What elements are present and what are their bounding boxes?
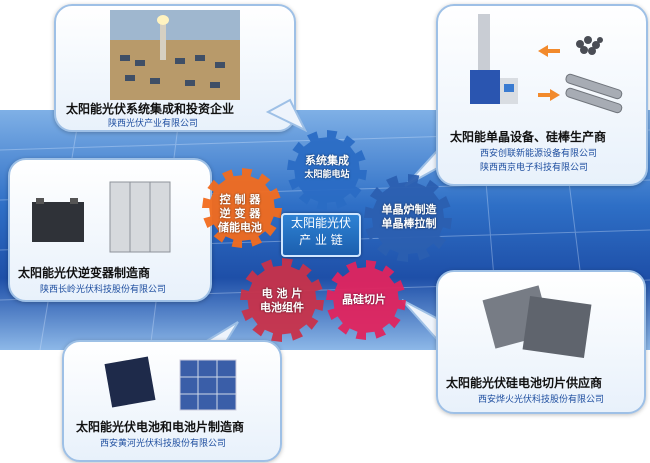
battery-inverter: [32, 181, 171, 253]
inverter-title: 太阳能光伏逆变器制造商: [18, 266, 151, 280]
solar-cell-title: 太阳能光伏电池和电池片制造商: [76, 420, 245, 434]
hub-line1: 太阳能光伏: [290, 216, 351, 230]
wafer-title: 太阳能光伏硅电池切片供应商: [446, 376, 603, 390]
industry-chain-hub: 太阳能光伏 产 业 链: [281, 213, 361, 257]
system-integration-company: 陕西光伏产业有限公司: [108, 119, 199, 129]
left-arrow-icon: [538, 45, 560, 57]
solar-tower-photo: [110, 10, 240, 100]
gear-inverter-label: 控 制 器 逆 变 器 储能电池: [218, 193, 262, 234]
gear-system: [287, 130, 367, 210]
gear-inverter: [202, 168, 282, 248]
furnace-machine: [470, 14, 518, 104]
gear-wafer: [326, 260, 406, 340]
system-integration-title: 太阳能光伏系统集成和投资企业: [66, 102, 235, 116]
wafer-company: 西安烨火光伏科技股份有限公司: [478, 395, 605, 405]
gear-cell-label: 电 池 片 电池组件: [260, 287, 304, 314]
gear-crystal-label: 单晶炉制造 单晶棒拉制: [381, 203, 437, 230]
silicon-wafers: [482, 285, 592, 359]
gear-system-label: 系统集成 太阳能电站: [304, 154, 350, 180]
solar-cell-modules: [104, 356, 237, 411]
monocrystal-title: 太阳能单晶设备、硅棒生产商: [450, 130, 607, 144]
gear-cell: [240, 258, 324, 342]
solar-cell-company: 西安黄河光伏科技股份有限公司: [100, 439, 227, 449]
gear-crystal: [364, 174, 452, 262]
gear-wafer-label: 晶硅切片: [342, 293, 386, 306]
hub-line2: 产 业 链: [299, 233, 343, 247]
monocrystal-company-1: 西安创联新能源设备有限公司: [480, 149, 598, 159]
right-arrow-icon: [538, 89, 560, 101]
box-solar-cell: [62, 340, 282, 462]
inverter-company: 陕西长岭光伏科技股份有限公司: [40, 285, 167, 295]
monocrystal-company-2: 陕西西京电子科技有限公司: [480, 163, 589, 173]
